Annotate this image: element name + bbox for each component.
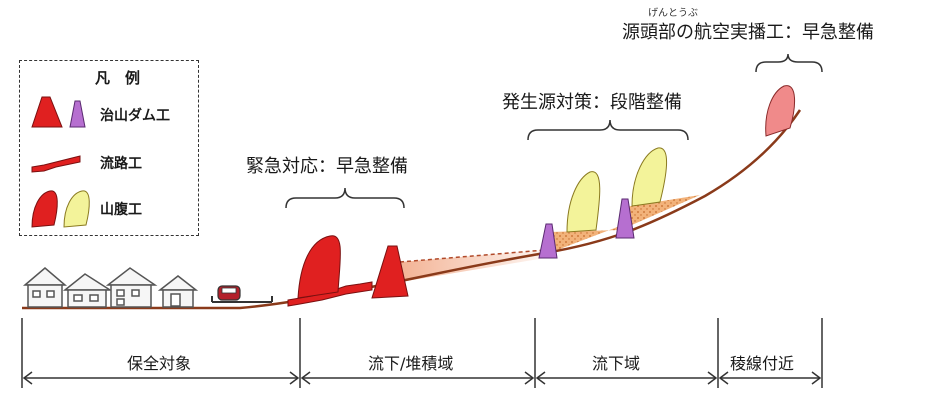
legend-label-channel-works: 流路工 [100,156,142,172]
check-dam-purple-1 [538,223,558,259]
house-icon [22,267,68,308]
zone-label-flow: 流下域 [592,354,641,373]
hillside-works-red [297,235,341,299]
soil-wedge-1 [550,226,620,252]
brace-emergency [285,187,405,209]
deposit-dashed-line [399,249,546,263]
source-heading: 発生源対策：段階整備 [502,92,682,113]
legend: 凡 例 治山ダム工 流路工 山腹工 [19,60,199,236]
check-dam-icon [31,96,86,128]
channel-works-icon [31,155,81,173]
house-icon [157,275,199,308]
hillside-works-pink [765,85,795,137]
zone-arrows [22,371,822,385]
check-dam-red [371,245,409,299]
house-icon [105,267,158,308]
headwater-ruby: げんとうぶ [648,8,698,19]
hillside-works-icon [31,190,90,228]
zone-label-protected: 保全対象 [127,354,192,373]
house-icons [22,267,199,308]
emergency-heading: 緊急対応：早急整備 [246,156,408,177]
brace-source [527,119,689,141]
zone-label-flow-deposition: 流下/堆積域 [368,354,454,373]
zone-separators [21,318,823,388]
headwater-heading: 源頭部の航空実播工：早急整備 [622,22,874,43]
hillside-works-yellow-2 [631,147,668,207]
hillside-works-yellow-1 [566,171,601,233]
legend-title: 凡 例 [95,69,141,87]
soil-wedge-2 [625,195,700,228]
legend-label-check-dam: 治山ダム工 [100,108,170,124]
brace-headwater [755,53,823,73]
check-dam-purple-2 [615,198,635,239]
legend-icons [31,96,90,228]
legend-label-hillside-works: 山腹工 [100,202,142,218]
car-icon [211,285,273,303]
zone-label-ridge: 稜線付近 [730,354,795,373]
house-icon [62,273,113,308]
